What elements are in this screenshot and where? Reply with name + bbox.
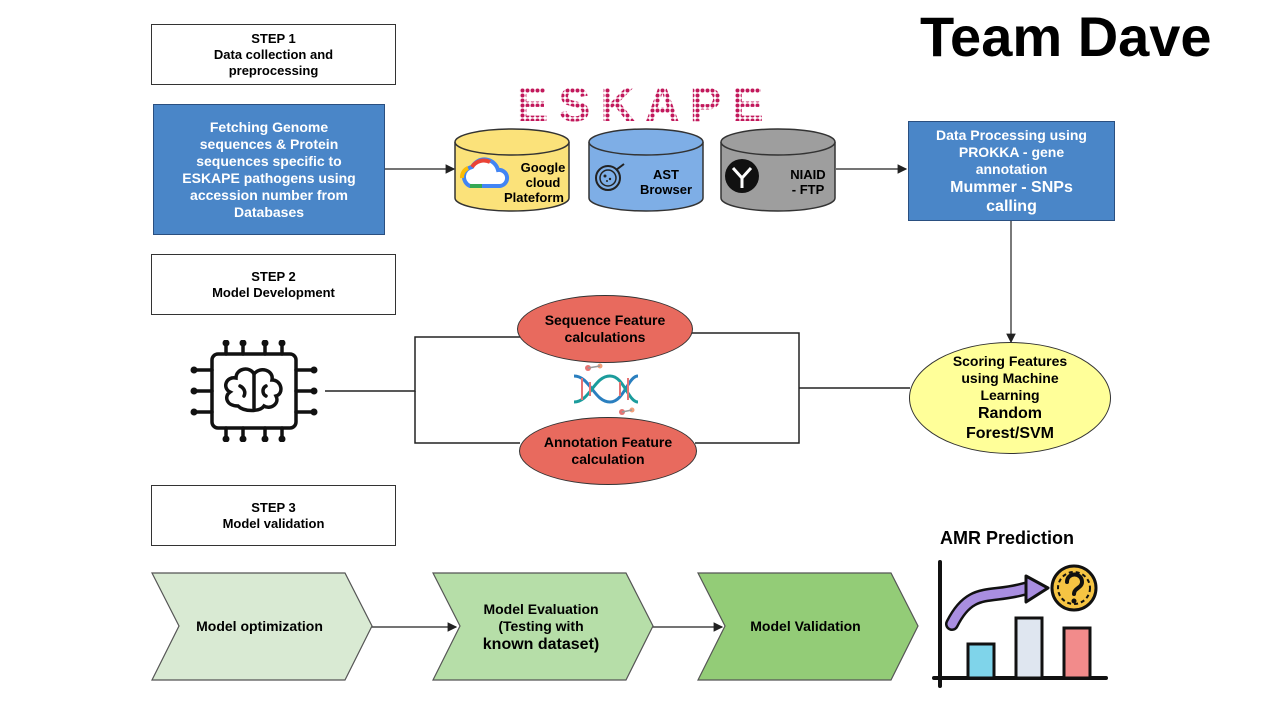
db-ast-label: AST Browser <box>636 167 696 197</box>
processing-line-1: Data Processing using <box>936 126 1087 143</box>
step3-box: STEP 3 Model validation <box>151 485 396 546</box>
scoring-line4: Random <box>978 404 1042 422</box>
db-google-line2: cloud <box>525 175 561 190</box>
step1-box: STEP 1 Data collection and preprocessing <box>151 24 396 85</box>
scoring-line5: Forest/SVM <box>965 424 1054 442</box>
scoring-line2: using Machine <box>961 369 1059 386</box>
fetch-line-5: accession number from <box>190 186 348 203</box>
amr-bar-3 <box>1062 626 1092 680</box>
processing-line-2: PROKKA - gene <box>958 143 1065 160</box>
model-evaluation-line2: (Testing with <box>498 617 584 634</box>
scoring-line1: Scoring Features <box>952 352 1068 369</box>
scoring-line3: Learning <box>980 386 1040 403</box>
model-validation-text: Model Validation <box>750 618 861 634</box>
niaid-logo-icon <box>725 159 759 193</box>
ast-browser-cylinder <box>588 128 704 212</box>
step2-title: Model Development <box>212 284 335 300</box>
db-niaid-label: NIAID - FTP <box>780 167 836 197</box>
processing-line-3: annotation <box>975 160 1048 177</box>
annotation-feature-ellipse: Annotation Feature calculation <box>519 417 697 485</box>
db-google-label: Google cloud Plateform <box>492 160 576 205</box>
fetch-line-1: Fetching Genome <box>209 118 329 135</box>
amr-bar-2 <box>1014 616 1044 680</box>
model-optimization-label: Model optimization <box>172 571 347 682</box>
chevron-model-optimization <box>151 572 373 681</box>
ai-chip-brain-icon <box>190 340 318 442</box>
fetch-line-4: ESKAPE pathogens using <box>182 169 356 186</box>
chip-to-features-bracket <box>325 336 520 392</box>
fetch-line-3: sequences specific to <box>196 152 342 169</box>
model-evaluation-line3: known dataset) <box>482 635 600 653</box>
model-evaluation-label: Model Evaluation (Testing with known dat… <box>456 595 626 659</box>
step3-label: STEP 3 <box>251 499 296 515</box>
amr-bar-1 <box>966 642 996 680</box>
db-google-line3: Plateform <box>504 190 564 205</box>
eskape-logo: ESKAPE <box>516 79 773 130</box>
features-right-bracket <box>690 332 800 444</box>
step3-title: Model validation <box>222 515 325 531</box>
google-cloud-icon <box>460 157 510 188</box>
amr-prediction-title: AMR Prediction <box>940 528 1075 548</box>
step2-label: STEP 2 <box>251 268 296 284</box>
db-ast-line2: Browser <box>639 182 693 197</box>
fetch-line-6: Databases <box>233 203 305 220</box>
google-cloud-cylinder <box>454 128 570 212</box>
step1-title-line2: preprocessing <box>228 62 319 78</box>
step2-box: STEP 2 Model Development <box>151 254 396 315</box>
chip-to-annotation-line <box>414 391 520 444</box>
niaid-ftp-cylinder <box>720 128 836 212</box>
annotation-feature-line1: Annotation Feature <box>543 434 673 450</box>
annotation-feature-line2: calculation <box>571 451 645 467</box>
db-niaid-line2: - FTP <box>791 182 825 197</box>
sequence-feature-line2: calculations <box>564 329 646 345</box>
db-ast-line1: AST <box>653 167 679 182</box>
db-google-line1: Google <box>520 160 566 175</box>
model-evaluation-line1: Model Evaluation <box>483 600 599 617</box>
chevron-model-validation <box>697 572 919 681</box>
scoring-features-ellipse: Scoring Features using Machine Learning … <box>909 342 1111 454</box>
chevron-model-evaluation <box>432 572 654 681</box>
amr-prediction-chart-icon <box>932 560 1108 688</box>
fetch-genome-box: Fetching Genome sequences & Protein sequ… <box>153 104 385 235</box>
step1-title-line1: Data collection and <box>213 46 334 62</box>
model-validation-label: Model Validation <box>718 571 893 682</box>
processing-line-4: Mummer - SNPs <box>950 178 1073 196</box>
eskape-logo-text: ESKAPE <box>516 79 773 130</box>
db-niaid-line1: NIAID <box>790 167 826 182</box>
petri-dish-icon <box>595 163 625 191</box>
processing-line-5: calling <box>986 197 1037 215</box>
page-title: Team Dave <box>920 5 1212 68</box>
data-processing-box: Data Processing using PROKKA - gene anno… <box>908 121 1115 221</box>
sequence-feature-ellipse: Sequence Feature calculations <box>517 295 693 363</box>
model-optimization-text: Model optimization <box>196 618 323 634</box>
sequence-feature-line1: Sequence Feature <box>544 312 666 328</box>
step1-label: STEP 1 <box>251 30 296 46</box>
dna-icon <box>573 363 639 415</box>
fetch-line-2: sequences & Protein <box>199 135 339 152</box>
